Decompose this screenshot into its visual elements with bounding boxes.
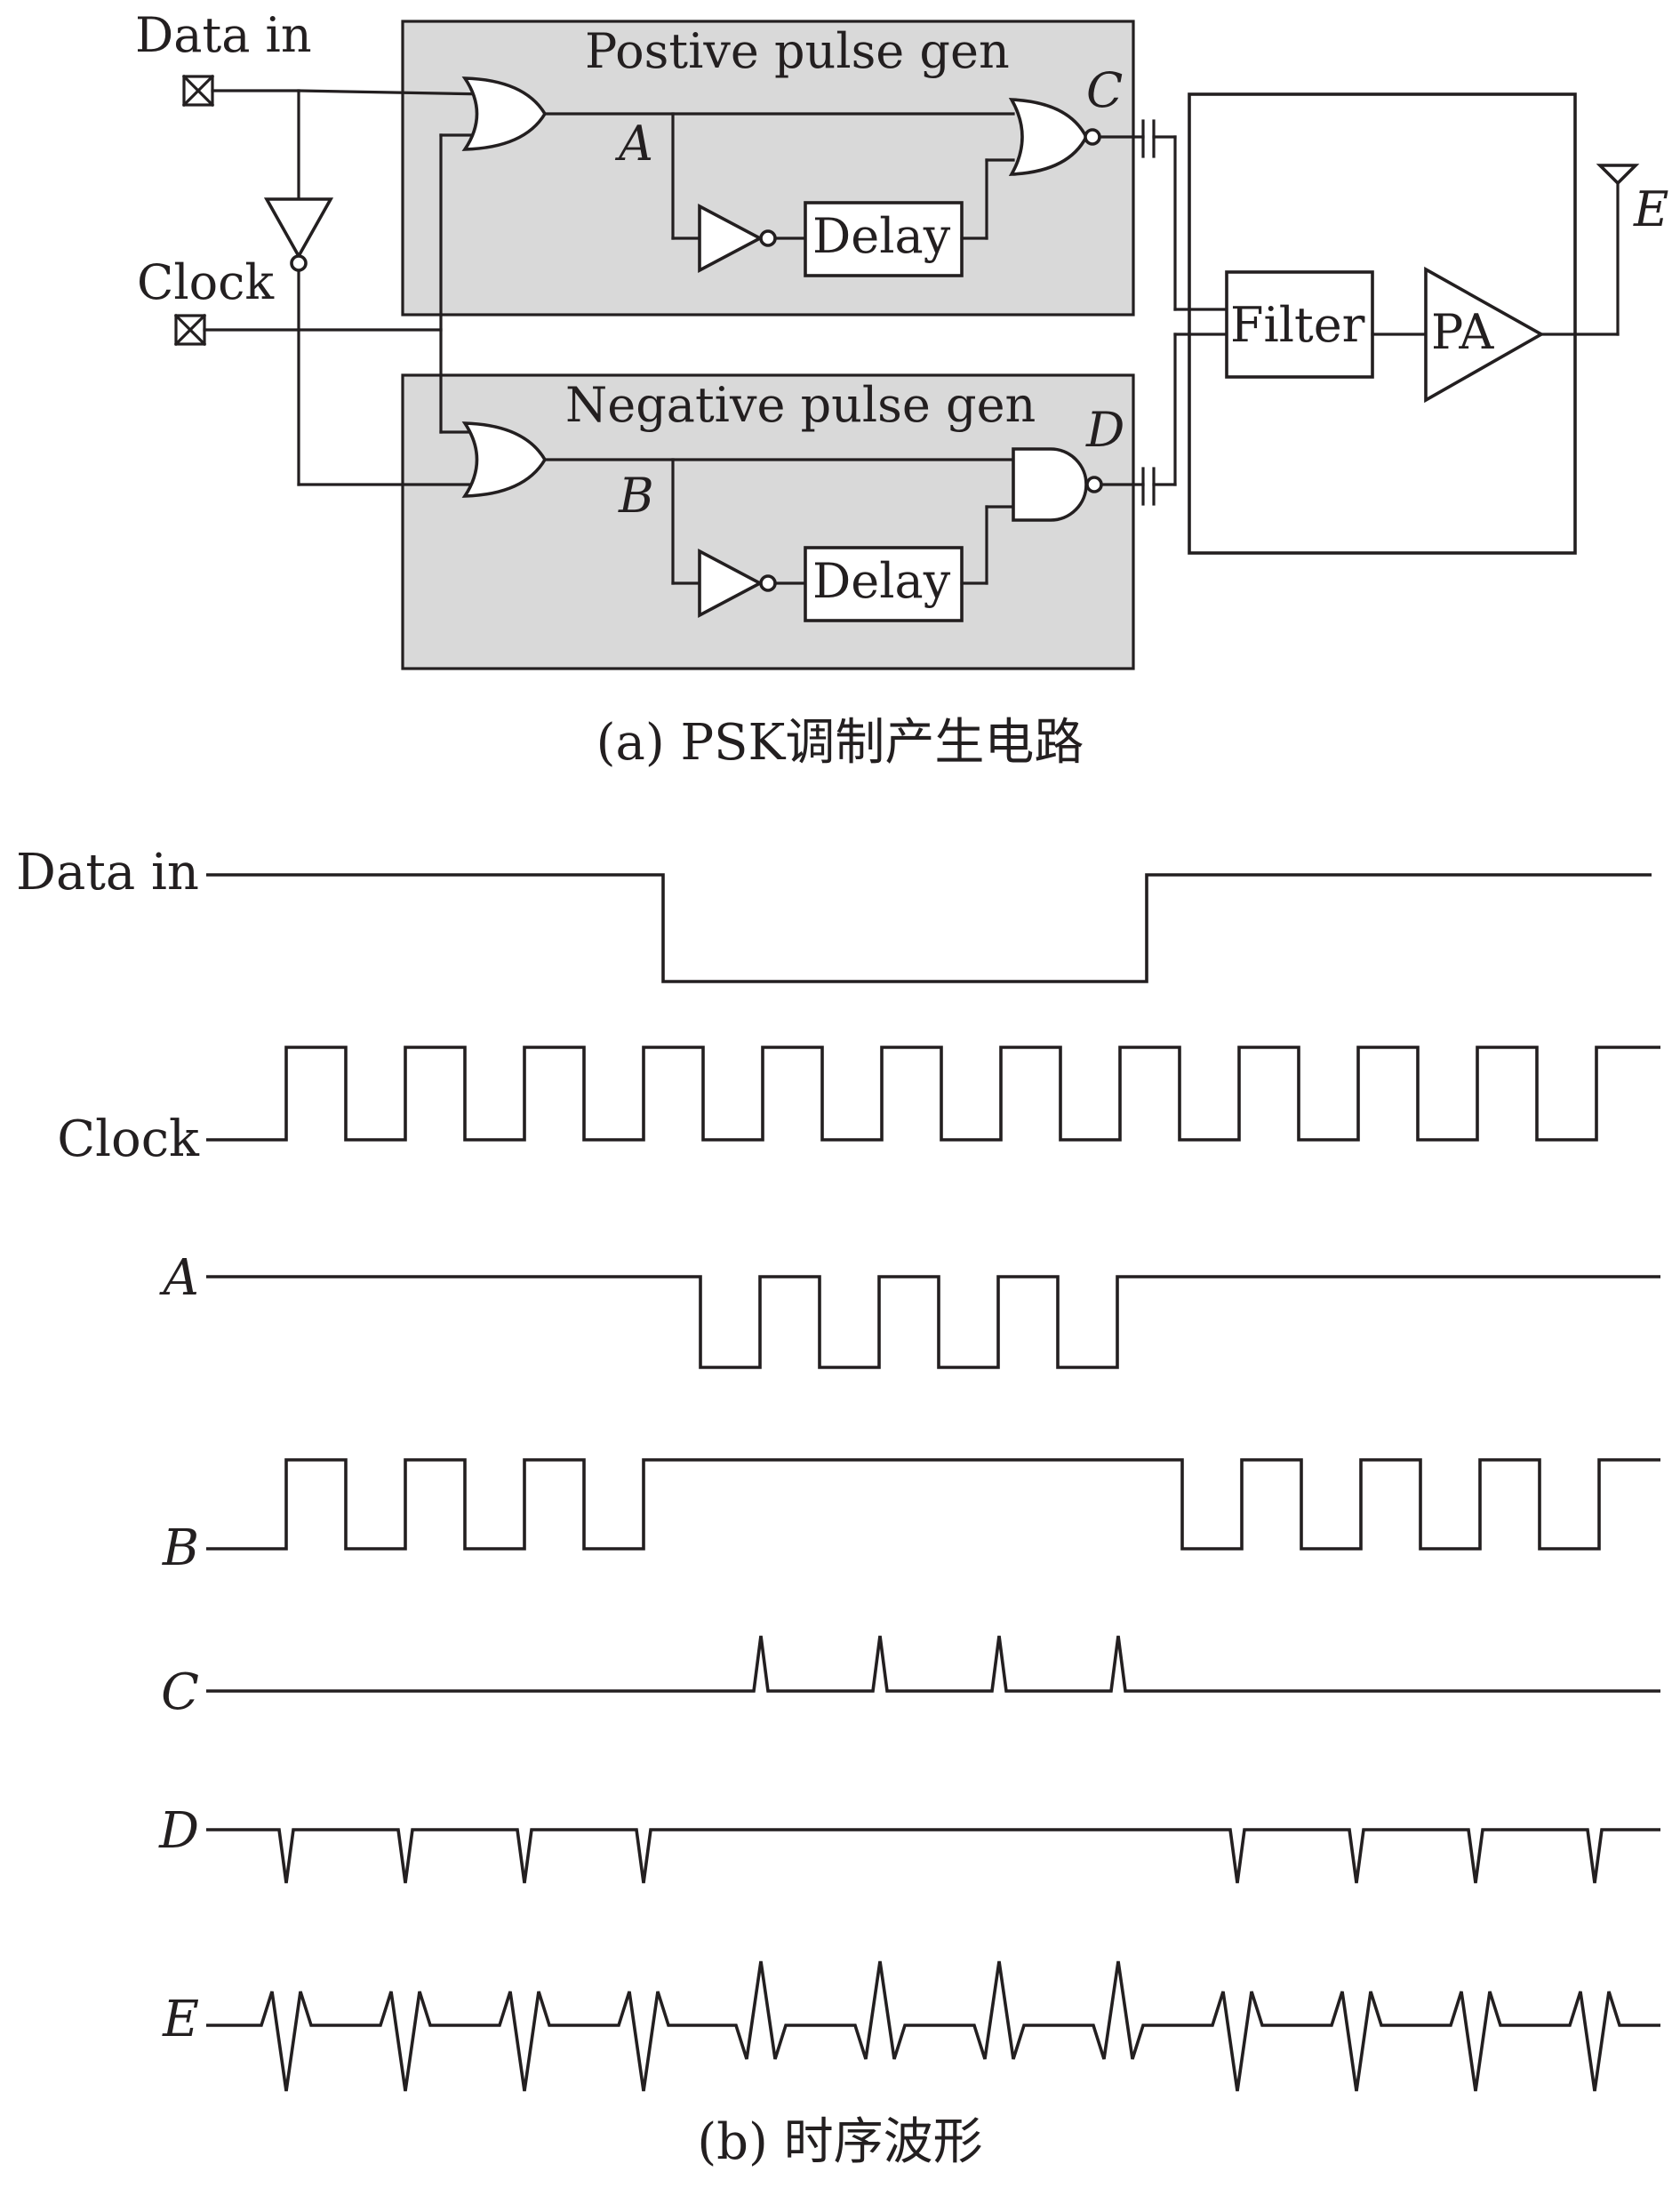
data-in-label: Data in [135, 7, 312, 63]
e-waveform [206, 1960, 1660, 2092]
d-trace-label: D [158, 1802, 199, 1860]
coupling-capacitors [1098, 119, 1228, 506]
e-trace-label: E [162, 1991, 199, 2048]
b-trace-label: B [162, 1519, 199, 1577]
negative-block-title: Negative pulse gen [565, 377, 1036, 433]
input-inverter [263, 197, 334, 272]
caption-b: (b) 时序波形 [697, 2113, 982, 2171]
pa-amplifier [1424, 266, 1545, 404]
caption-a: (a) PSK调制产生电路 [596, 714, 1084, 772]
node-d-label: D [1085, 402, 1124, 458]
antenna-icon [1596, 164, 1640, 186]
d-waveform [206, 1828, 1660, 1884]
upper-delay-box [804, 201, 964, 277]
node-c-label: C [1086, 62, 1123, 118]
node-a-label: A [614, 116, 653, 172]
data-in-trace-label: Data in [16, 844, 199, 902]
positive-pulse-gen-block [401, 20, 1135, 317]
input-wiring [203, 89, 489, 486]
upper-delay-label: Delay [812, 208, 951, 264]
filter-label: Filter [1230, 297, 1365, 353]
data-in-waveform [206, 873, 1652, 983]
upper-nor-gate [1008, 98, 1101, 176]
node-e-label: E [1633, 181, 1668, 237]
clock-label: Clock [137, 254, 275, 310]
lower-or-gate [461, 421, 548, 498]
c-trace-label: C [161, 1663, 199, 1721]
pa-label: PA [1431, 304, 1494, 360]
data-in-pin-icon [181, 74, 215, 108]
timing-diagram: Data in Clock A B C D E (b) 时序波形 [16, 844, 1660, 2171]
positive-block-title: Postive pulse gen [585, 23, 1010, 79]
circuit-diagram: Data in Clock Postive pulse gen Negative… [135, 7, 1668, 772]
a-trace-label: A [159, 1249, 199, 1307]
upper-delay-inverter [698, 204, 777, 273]
node-b-label: B [618, 468, 654, 524]
upper-or-gate [461, 76, 548, 151]
clock-trace-label: Clock [57, 1110, 200, 1168]
lower-nand-gate [1012, 447, 1103, 522]
lower-delay-label: Delay [812, 553, 951, 609]
a-waveform [206, 1275, 1660, 1369]
negative-pulse-gen-block [401, 373, 1135, 670]
clock-pin-icon [173, 313, 207, 347]
c-waveform [206, 1635, 1660, 1693]
filter-box [1225, 270, 1374, 379]
clock-waveform [206, 1046, 1660, 1142]
lower-delay-box [804, 546, 964, 622]
b-waveform [206, 1458, 1660, 1551]
